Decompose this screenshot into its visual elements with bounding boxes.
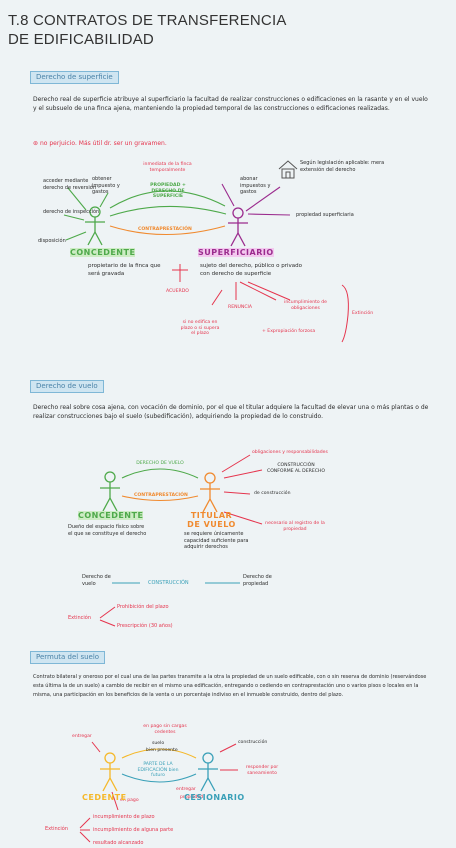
person-left-icon xyxy=(100,471,120,512)
ext-3-2: incumplimiento de alguna parte xyxy=(93,827,174,833)
right-under: sujeto del derecho, público o privado co… xyxy=(200,263,302,277)
person-right-icon xyxy=(228,207,248,247)
paragraph-vuelo: Derecho real sobre cosa ajena, con vocac… xyxy=(33,404,429,421)
acuerdo: ACUERDO xyxy=(166,289,189,294)
construccion-conforme: CONSTRUCCIÓN CONFORME AL DERECHO xyxy=(266,463,325,474)
left-under: propietario de la finca que será gravada xyxy=(88,263,161,277)
en-pago-2: en pago xyxy=(120,798,139,803)
right-prop: propiedad superficiaria xyxy=(296,212,354,218)
expropiacion: + Expropiación forzosa xyxy=(262,329,316,334)
extincion-1: Extinción xyxy=(352,311,374,316)
note-superficie: ⊛ no perjuicio. Más útil dr. ser un grav… xyxy=(33,140,167,147)
bien-presente: bien presente xyxy=(146,748,178,753)
role-cesionario: CESIONARIO xyxy=(184,793,245,802)
ext-3-3: resultado alcanzado xyxy=(93,840,144,846)
de-construccion: de construcción xyxy=(254,491,291,496)
role-superficiario: SUPERFICIARIO xyxy=(198,248,274,257)
construccion: construcción xyxy=(238,740,268,745)
extincion-2: Extinción xyxy=(68,615,92,621)
derecho-vuelo-label: DERECHO DE VUELO xyxy=(136,461,184,466)
paragraph-permuta: Contrato bilateral y oneroso por el cual… xyxy=(33,674,427,698)
center-box: PROPIEDAD + DERECHO DE SUPERFICIE xyxy=(150,183,186,200)
no-edifica: si no edifica en plazo o si supera el pl… xyxy=(180,320,220,337)
role-concedente-2: CONCEDENTE xyxy=(78,511,144,520)
role-cedente: CEDENTE xyxy=(82,793,127,802)
en-pago: en pago sin cargas cedentes xyxy=(143,724,187,735)
left-option-4: disposición xyxy=(38,238,66,244)
renuncia: RENUNCIA xyxy=(228,305,253,310)
extincion-3: Extinción xyxy=(45,826,69,832)
entregar: entregar xyxy=(72,734,92,739)
person-right-icon xyxy=(200,472,220,513)
right-under-2: se requiere únicamente capacidad suficie… xyxy=(184,531,249,550)
section-heading-permuta: Permuta del suelo xyxy=(30,651,106,664)
flow-b: CONSTRUCCIÓN xyxy=(148,580,189,586)
section-heading-vuelo: Derecho de vuelo xyxy=(30,380,104,393)
flow-a: Derecho de vuelo xyxy=(82,574,111,587)
person-right-icon xyxy=(198,752,218,792)
entregar-2: entregar xyxy=(176,787,196,792)
person-left-icon xyxy=(85,206,105,246)
parte-edificacion: PARTE DE LA EDIFICACIÓN bien futuro xyxy=(137,762,179,779)
section-heading-superficie: Derecho de superficie xyxy=(30,71,119,84)
right-house: Según legislación aplicable: mera extens… xyxy=(300,160,385,173)
ext-3-1: incumplimiento de plazo xyxy=(93,814,155,820)
left-top: obtener impuesto y gastos xyxy=(92,176,120,195)
center-top: inmediata de la finca temporalmente xyxy=(143,162,192,173)
responder: responder por saneamiento xyxy=(245,765,279,776)
left-under-2: Dueño del espacio físico sobre el que se… xyxy=(68,524,147,537)
page-title: T.8 CONTRATOS DE TRANSFERENCIA DE EDIFIC… xyxy=(8,12,286,48)
ext-2-1: Prohibición del plazo xyxy=(117,604,169,610)
suelo: suelo xyxy=(152,741,165,746)
right-top: abonar impuestos y gastos xyxy=(240,176,271,195)
obligaciones: obligaciones y responsabilidades xyxy=(252,450,328,455)
person-left-icon xyxy=(100,752,120,792)
left-option-2: derecho de reversión xyxy=(43,185,97,191)
role-titular-vuelo: TITULAR DE VUELO xyxy=(187,511,236,529)
left-option-3: derecho de inspección xyxy=(43,209,100,215)
left-option-1: acceder mediante xyxy=(43,178,89,184)
incumplimiento: incumplimiento de obligaciones xyxy=(284,300,327,311)
contraprestacion: CONTRAPRESTACIÓN xyxy=(138,227,192,232)
contraprestacion-2: CONTRAPRESTACIÓN xyxy=(134,493,188,498)
propiedad: propiedad xyxy=(180,795,204,800)
flow-c: Derecho de propiedad xyxy=(243,574,272,587)
ext-2-2: Prescripción (30 años) xyxy=(117,623,173,629)
paragraph-superficie: Derecho real de superficie atribuye al s… xyxy=(33,96,428,113)
registro: necesario al registro de la propiedad xyxy=(265,521,325,532)
house-icon xyxy=(278,160,298,179)
role-concedente: CONCEDENTE xyxy=(70,248,136,257)
